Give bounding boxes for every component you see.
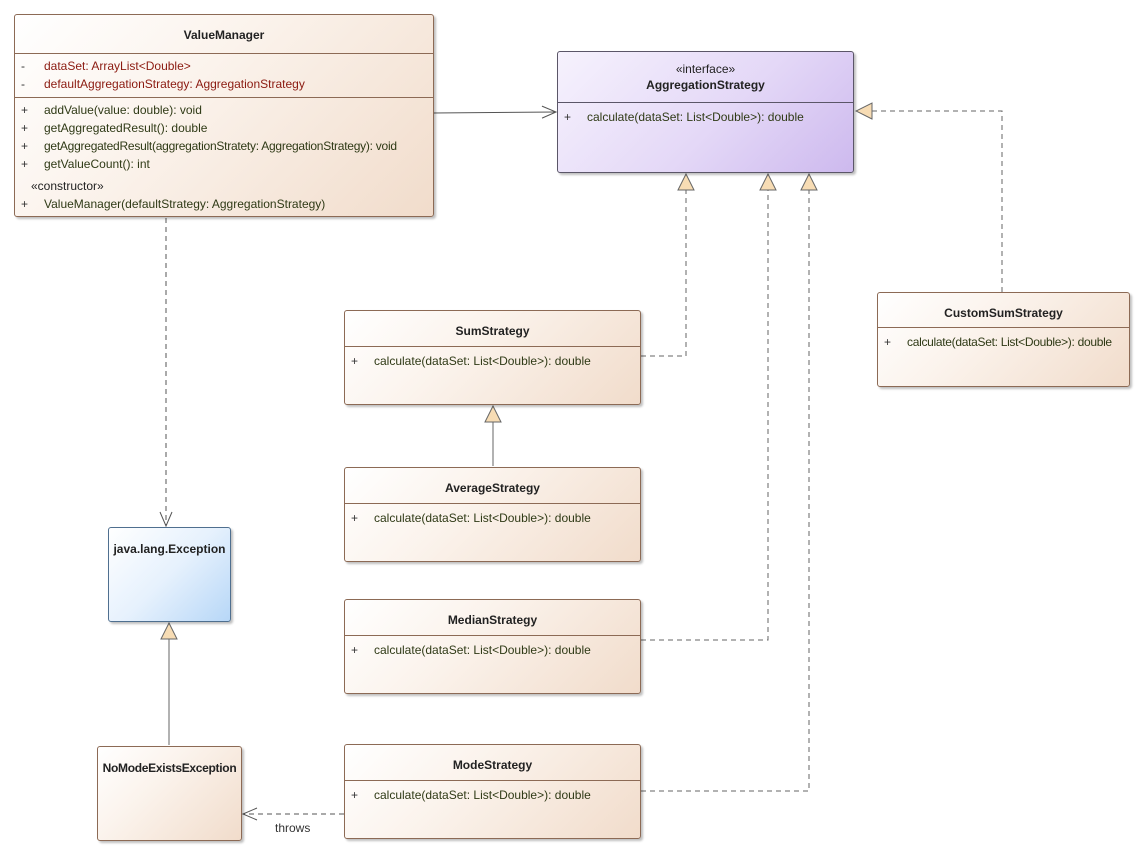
attribute-row: - defaultAggregationStrategy: Aggregatio…	[15, 75, 433, 93]
operation-row: + calculate(dataSet: List<Double>): doub…	[345, 509, 640, 527]
operation-row: + getAggregatedResult(): double	[15, 119, 433, 137]
custom-sum-strategy-class[interactable]: CustomSumStrategy + calculate(dataSet: L…	[877, 292, 1130, 387]
operations-section: + addValue(value: double): void + getAgg…	[15, 97, 433, 213]
class-name: AggregationStrategy	[646, 78, 765, 92]
operations-section: + calculate(dataSet: List<Double>): doub…	[345, 780, 640, 804]
interface-header: «interface» AggregationStrategy	[558, 52, 853, 102]
visibility-marker: +	[21, 157, 29, 171]
realization-line-median	[641, 174, 768, 641]
operations-section: + calculate(dataSet: List<Double>): doub…	[878, 327, 1129, 351]
operation-row: + calculate(dataSet: List<Double>): doub…	[345, 352, 640, 370]
median-strategy-class[interactable]: MedianStrategy + calculate(dataSet: List…	[344, 599, 641, 694]
operation-text: ValueManager(defaultStrategy: Aggregatio…	[44, 197, 326, 211]
class-name: ModeStrategy	[452, 758, 533, 772]
aggregation-strategy-interface[interactable]: «interface» AggregationStrategy + calcul…	[557, 51, 854, 173]
realization-line-custom	[856, 111, 1003, 292]
class-name: ValueManager	[183, 28, 265, 42]
operation-row: + calculate(dataSet: List<Double>): doub…	[878, 333, 1129, 351]
attribute-row: - dataSet: ArrayList<Double>	[15, 57, 433, 75]
sum-strategy-class[interactable]: SumStrategy + calculate(dataSet: List<Do…	[344, 310, 641, 405]
operation-text: getValueCount(): int	[44, 157, 150, 171]
visibility-marker: -	[21, 77, 25, 91]
operation-row: + addValue(value: double): void	[15, 101, 433, 119]
realization-line-mode	[641, 174, 809, 792]
attribute-text: dataSet: ArrayList<Double>	[44, 59, 191, 73]
average-strategy-class[interactable]: AverageStrategy + calculate(dataSet: Lis…	[344, 467, 641, 562]
operation-text: calculate(dataSet: List<Double>): double	[374, 511, 591, 525]
operation-text: calculate(dataSet: List<Double>): double	[374, 643, 591, 657]
operations-section: + calculate(dataSet: List<Double>): doub…	[345, 635, 640, 659]
mode-strategy-class[interactable]: ModeStrategy + calculate(dataSet: List<D…	[344, 744, 641, 839]
operation-row: + calculate(dataSet: List<Double>): doub…	[345, 641, 640, 659]
attribute-text: defaultAggregationStrategy: AggregationS…	[44, 77, 305, 91]
operation-row: + calculate(dataSet: List<Double>): doub…	[558, 108, 853, 126]
operation-text: getAggregatedResult(): double	[44, 121, 208, 135]
operation-row: + getAggregatedResult(aggregationStratet…	[15, 137, 433, 155]
class-name: NoModeExistsException	[102, 761, 237, 775]
visibility-marker: +	[21, 103, 29, 117]
visibility-marker: +	[884, 335, 892, 349]
constructor-row: + ValueManager(defaultStrategy: Aggregat…	[15, 195, 433, 213]
operation-text: calculate(dataSet: List<Double>): double	[374, 788, 591, 802]
operation-text: calculate(dataSet: List<Double>): double	[374, 354, 591, 368]
visibility-marker: +	[351, 788, 359, 802]
class-name: SumStrategy	[455, 324, 530, 338]
java-exception-class[interactable]: java.lang.Exception	[108, 527, 231, 622]
visibility-marker: +	[351, 511, 359, 525]
operation-text: getAggregatedResult(aggregationStratety:…	[44, 139, 397, 153]
value-manager-class[interactable]: ValueManager - dataSet: ArrayList<Double…	[14, 14, 434, 217]
visibility-marker: +	[351, 643, 359, 657]
stereotype-text: «constructor»	[31, 179, 104, 193]
operation-row: + getValueCount(): int	[15, 155, 433, 173]
class-name: CustomSumStrategy	[944, 306, 1063, 320]
class-name: AverageStrategy	[445, 481, 540, 495]
visibility-marker: +	[351, 354, 359, 368]
visibility-marker: +	[21, 197, 29, 211]
operations-section: + calculate(dataSet: List<Double>): doub…	[558, 102, 853, 126]
no-mode-exists-exception-class[interactable]: NoModeExistsException	[97, 746, 242, 841]
class-name: MedianStrategy	[447, 613, 538, 627]
realization-line-sum	[641, 174, 686, 357]
visibility-marker: +	[564, 110, 572, 124]
visibility-marker: +	[21, 139, 29, 153]
visibility-marker: +	[21, 121, 29, 135]
operations-section: + calculate(dataSet: List<Double>): doub…	[345, 346, 640, 370]
operations-section: + calculate(dataSet: List<Double>): doub…	[345, 503, 640, 527]
association-line	[432, 112, 556, 113]
interface-stereotype: «interface»	[675, 62, 736, 76]
visibility-marker: -	[21, 59, 25, 73]
operation-row: + calculate(dataSet: List<Double>): doub…	[345, 786, 640, 804]
throws-label: throws	[275, 821, 311, 835]
operation-text: calculate(dataSet: List<Double>): double	[907, 335, 1112, 349]
operation-text: addValue(value: double): void	[44, 103, 202, 117]
operation-text: calculate(dataSet: List<Double>): double	[587, 110, 804, 124]
constructor-stereotype: «constructor»	[15, 177, 433, 195]
attributes-section: - dataSet: ArrayList<Double> - defaultAg…	[15, 53, 433, 97]
class-name: java.lang.Exception	[113, 542, 226, 556]
